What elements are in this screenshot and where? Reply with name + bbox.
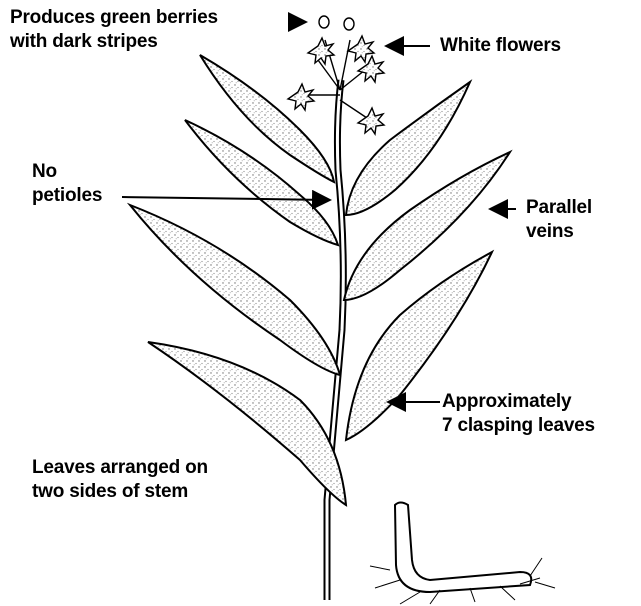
label-clasping: Approximately 7 clasping leaves <box>442 390 595 438</box>
leaves-right <box>344 82 510 440</box>
flower <box>288 84 314 110</box>
rhizome <box>370 503 555 605</box>
label-arranged: Leaves arranged on two sides of stem <box>32 456 208 504</box>
label-veins-line2: veins <box>526 220 592 244</box>
leaf <box>185 120 338 245</box>
berry <box>319 16 329 28</box>
label-clasping-line1: Approximately <box>442 390 595 414</box>
label-flowers-text: White flowers <box>440 34 561 58</box>
label-berries-line2: with dark stripes <box>10 30 218 54</box>
berry <box>344 18 354 30</box>
flower <box>348 36 374 62</box>
label-berries-line1: Produces green berries <box>10 6 218 30</box>
label-veins: Parallel veins <box>526 196 592 244</box>
leaves-left <box>130 55 346 505</box>
flower <box>358 56 384 82</box>
flower <box>308 38 334 64</box>
label-berries: Produces green berries with dark stripes <box>10 6 218 54</box>
label-clasping-line2: 7 clasping leaves <box>442 414 595 438</box>
label-arranged-line1: Leaves arranged on <box>32 456 208 480</box>
stem <box>327 80 343 600</box>
label-petioles-line1: No <box>32 160 102 184</box>
label-petioles: No petioles <box>32 160 102 208</box>
label-veins-line1: Parallel <box>526 196 592 220</box>
label-petioles-line2: petioles <box>32 184 102 208</box>
flower <box>358 108 384 134</box>
label-flowers: White flowers <box>440 34 561 58</box>
label-arranged-line2: two sides of stem <box>32 480 208 504</box>
